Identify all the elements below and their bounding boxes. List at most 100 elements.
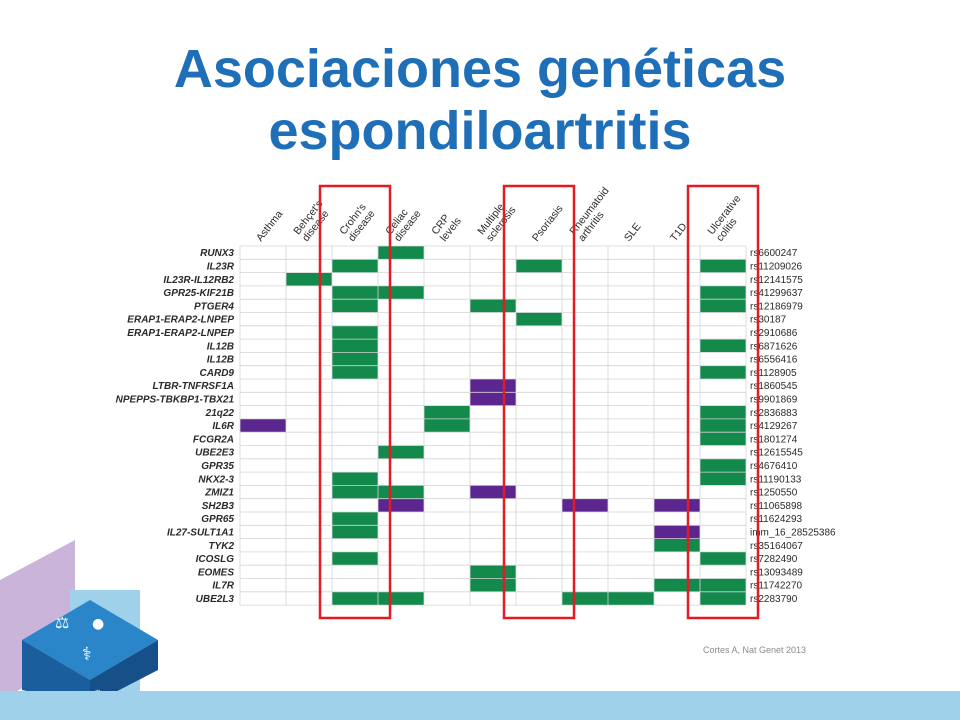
association-cell-green xyxy=(332,285,378,300)
association-cell-purple xyxy=(470,392,516,406)
highlight-box xyxy=(318,184,392,620)
gene-label: FCGR2A xyxy=(193,434,234,445)
gene-label: PTGER4 xyxy=(194,301,234,312)
snp-label: rs11624293 xyxy=(750,514,803,525)
gene-label: IL6R xyxy=(212,421,234,432)
association-cell-green xyxy=(332,325,378,340)
association-cell-green xyxy=(424,405,470,419)
gene-label: 21q22 xyxy=(205,408,235,419)
gene-label: IL23R xyxy=(207,261,235,272)
gene-label: IL23R-IL12RB2 xyxy=(163,275,234,286)
association-cell-purple xyxy=(562,498,608,512)
gene-label: GPR25-KIF21B xyxy=(163,288,234,299)
association-cell-green xyxy=(470,578,516,592)
snp-label: rs2910686 xyxy=(750,328,798,339)
association-cell-green xyxy=(332,299,378,313)
disease-column-label-line: SLE xyxy=(622,221,644,244)
gene-label: UBE2E3 xyxy=(195,448,234,459)
snp-label: rs13093489 xyxy=(750,567,803,578)
slide-title-line-1: Asociaciones genéticas xyxy=(173,39,787,99)
snp-label: rs6600247 xyxy=(750,248,798,259)
snp-label: rs1128905 xyxy=(750,368,797,379)
association-cell-green xyxy=(470,299,516,313)
association-cell-green xyxy=(654,538,700,552)
association-cell-green xyxy=(332,339,378,353)
association-cell-green xyxy=(424,418,470,433)
snp-label: rs9901869 xyxy=(750,394,798,405)
association-cell-green xyxy=(700,299,746,313)
gene-label: NKX2-3 xyxy=(198,474,234,485)
association-cell-green xyxy=(700,405,746,419)
disease-column-label-line: T1D xyxy=(668,220,690,243)
snp-label: rs35164067 xyxy=(750,541,803,552)
slide-title-line-2: espondiloartritis xyxy=(268,101,692,161)
association-cell-purple xyxy=(378,498,424,512)
highlight-box xyxy=(686,184,760,620)
gene-label: IL27-SULT1A1 xyxy=(167,527,234,538)
association-cell-green xyxy=(332,591,378,606)
association-cell-green xyxy=(516,312,562,326)
gene-label: GPR65 xyxy=(201,514,234,525)
disease-column-label: Multiplesclerosis xyxy=(475,198,518,244)
gene-label: NPEPPS-TBKBP1-TBX21 xyxy=(116,394,235,405)
association-cell-green xyxy=(700,432,746,446)
association-cell-green xyxy=(332,472,378,486)
gene-label: IL12B xyxy=(207,355,234,366)
logo-left-face xyxy=(22,640,90,705)
snp-label: rs12186979 xyxy=(750,301,803,312)
snp-label: rs2283790 xyxy=(750,594,798,605)
snp-label: rs6871626 xyxy=(750,341,798,352)
association-cell-purple xyxy=(470,379,516,393)
snp-label: rs11742270 xyxy=(750,581,803,592)
disease-column-label: CRPlevels xyxy=(429,209,464,244)
gene-label: RUNX3 xyxy=(200,248,234,259)
snp-label: rs4129267 xyxy=(750,421,798,432)
snp-label: rs1860545 xyxy=(750,381,798,392)
association-cell-green xyxy=(700,591,746,606)
gene-label: EOMES xyxy=(198,567,234,578)
association-cell-green xyxy=(378,246,424,260)
drop-icon: ● xyxy=(92,616,104,632)
association-cell-green xyxy=(700,339,746,353)
caduceus-icon: ⚕ xyxy=(82,644,92,665)
disease-column-label: SLE xyxy=(622,221,644,244)
snp-label: rs6556416 xyxy=(750,355,798,366)
gene-label: SH2B3 xyxy=(202,501,235,512)
association-cell-green xyxy=(286,272,332,286)
association-cell-green xyxy=(700,458,746,473)
association-cell-purple xyxy=(240,418,286,433)
gene-label: LTBR-TNFRSF1A xyxy=(153,381,234,392)
slide-title: Asociaciones genéticas espondiloartritis xyxy=(0,38,960,162)
disease-column-label: Asthma xyxy=(254,208,285,244)
association-cell-green xyxy=(700,365,746,379)
disease-column-label-line: Psoriasis xyxy=(530,203,566,244)
gene-label: CARD9 xyxy=(200,368,235,379)
association-cell-green xyxy=(562,591,608,606)
association-cell-green xyxy=(378,285,424,300)
gene-label: UBE2L3 xyxy=(196,594,235,605)
association-cell-green xyxy=(332,551,378,566)
association-cell-purple xyxy=(470,485,516,499)
disease-column-label-line: Asthma xyxy=(254,208,285,244)
association-cell-green xyxy=(700,551,746,566)
disease-column-label: T1D xyxy=(668,220,690,243)
gene-label: GPR35 xyxy=(201,461,234,472)
citation: Cortes A, Nat Genet 2013 xyxy=(703,645,807,655)
snp-label: rs1801274 xyxy=(750,434,798,445)
association-cell-purple xyxy=(654,525,700,539)
association-cell-green xyxy=(470,565,516,579)
scale-icon: ⚖ xyxy=(55,613,69,632)
association-cell-green xyxy=(332,259,378,273)
snp-label: rs7282490 xyxy=(750,554,798,565)
snp-label: rs11065898 xyxy=(750,501,803,512)
association-cell-green xyxy=(700,285,746,300)
association-cell-green xyxy=(332,365,378,379)
association-cell-green xyxy=(378,591,424,606)
association-cell-green xyxy=(332,485,378,499)
snp-label: rs11190133 xyxy=(750,474,802,485)
highlight-box xyxy=(502,184,576,620)
gene-label: IL7R xyxy=(212,581,234,592)
snp-label: rs12615545 xyxy=(750,448,803,459)
association-cell-green xyxy=(608,591,654,606)
association-cell-green xyxy=(332,512,378,526)
